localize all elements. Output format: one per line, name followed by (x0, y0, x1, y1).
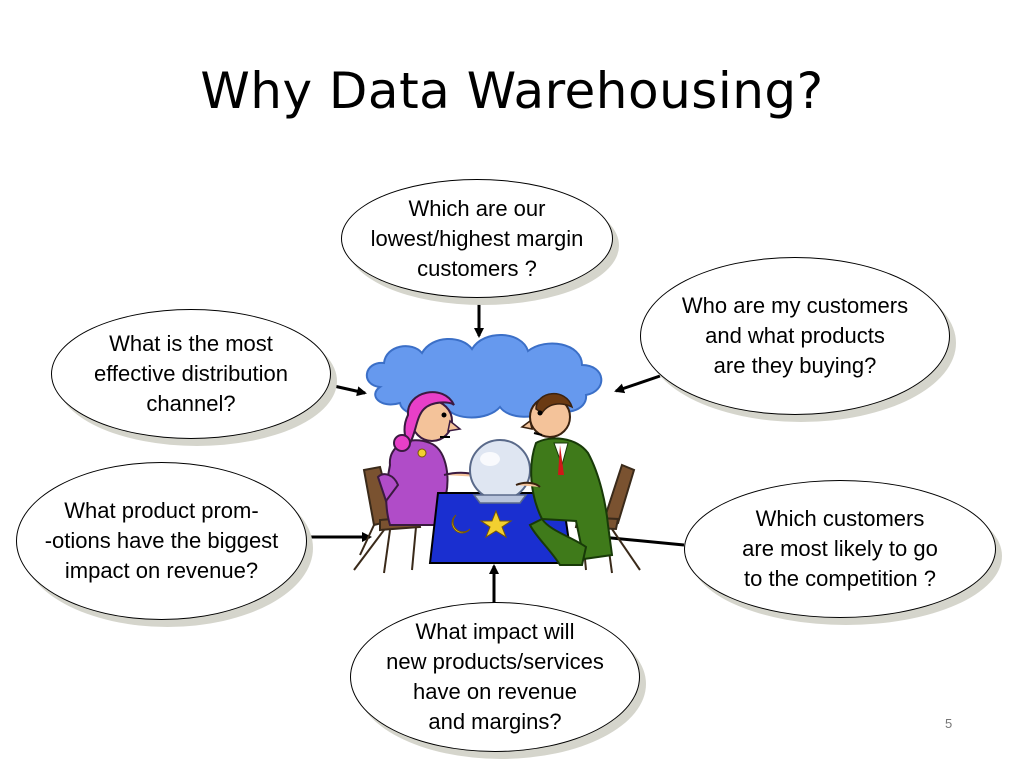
slide-title: Why Data Warehousing? (200, 62, 824, 120)
page-number: 5 (945, 716, 953, 731)
question-text: What product prom- -otions have the bigg… (44, 498, 279, 583)
question-bubble-promotions: What product prom- -otions have the bigg… (16, 462, 307, 620)
question-text: Which customers are most likely to go to… (742, 506, 938, 591)
question-bubble-competition: Which customers are most likely to go to… (684, 480, 996, 618)
arrow-upper-left (324, 382, 367, 397)
question-text: Which are our lowest/highest margin cust… (370, 195, 584, 281)
fortune-teller-illustration (353, 334, 641, 574)
arrow-lower-right (599, 532, 685, 547)
customer-man (515, 392, 614, 566)
star-icon (479, 509, 513, 539)
question-bubble-customers-products: Who are my customers and what products a… (640, 257, 950, 415)
question-bubble-new-products: What impact will new products/services h… (350, 602, 640, 752)
question-text: What is the most effective distribution … (93, 331, 289, 416)
arrow-upper-right (614, 374, 661, 394)
question-text: Who are my customers and what products a… (681, 293, 909, 378)
crystal-ball-icon (469, 439, 531, 504)
question-bubble-distribution: What is the most effective distribution … (51, 309, 331, 439)
fortune-teller (376, 391, 481, 526)
question-bubble-margin-customers: Which are our lowest/highest margin cust… (341, 179, 613, 298)
question-text: What impact will new products/services h… (386, 619, 604, 734)
moon-icon (451, 514, 471, 534)
